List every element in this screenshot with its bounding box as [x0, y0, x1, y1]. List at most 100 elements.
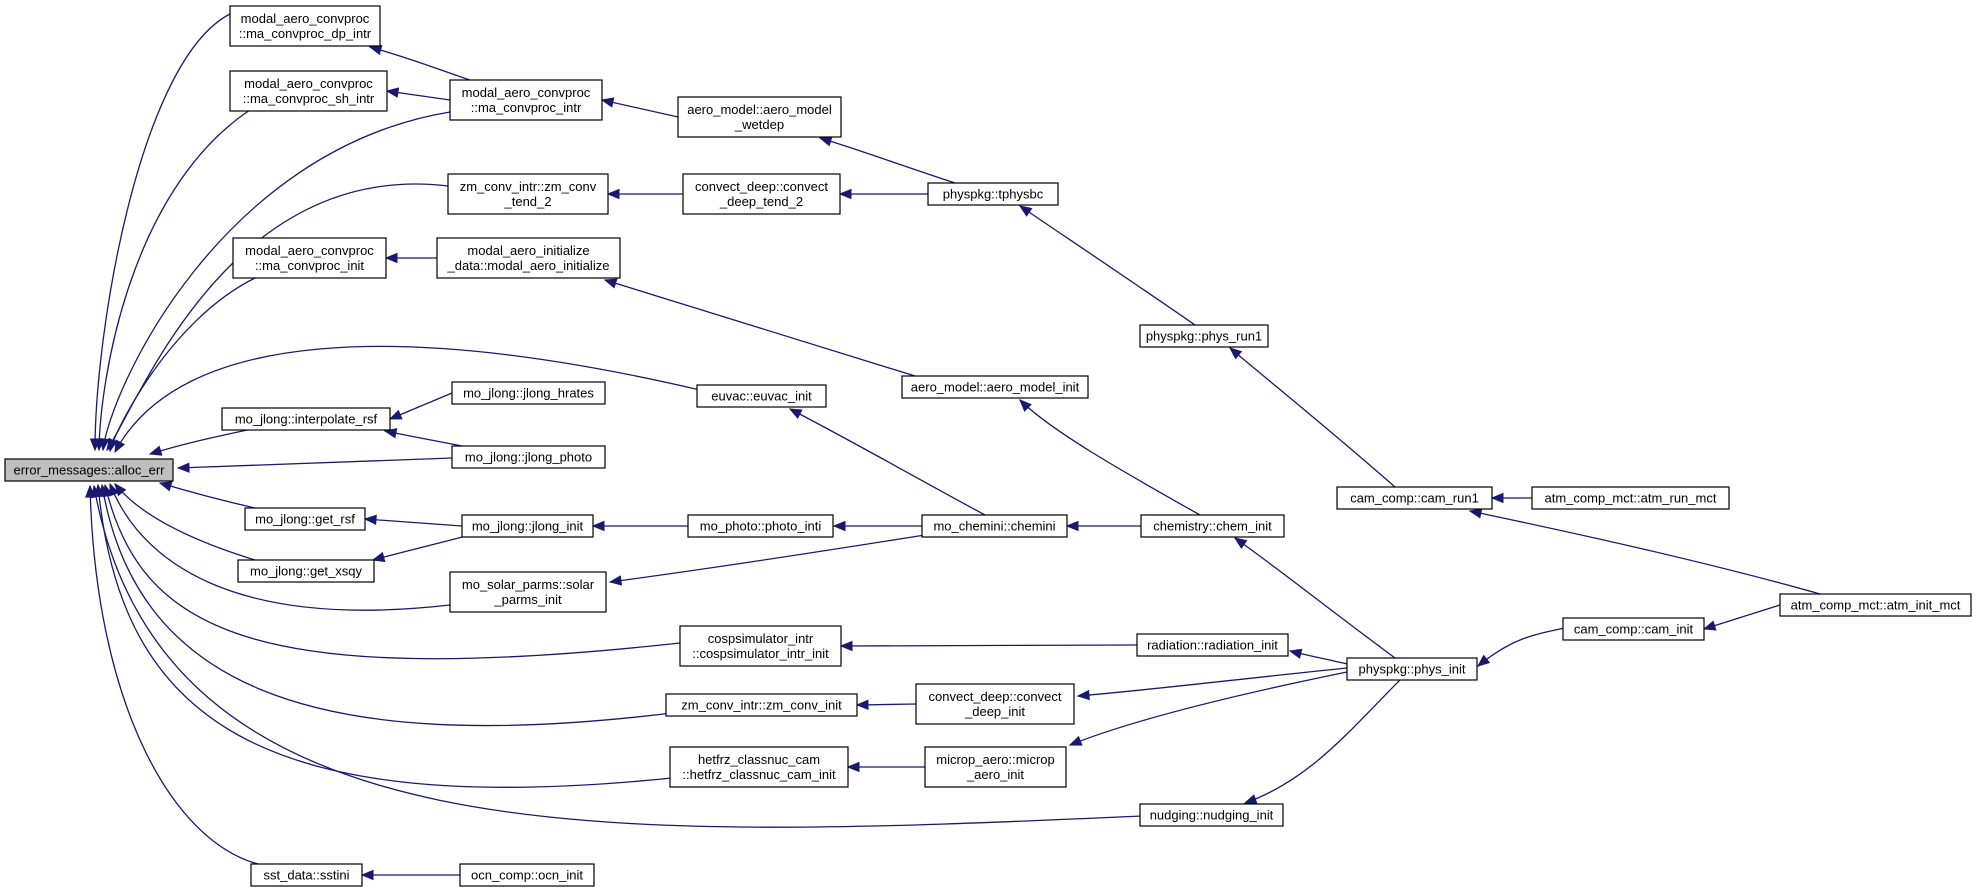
graph-node-n15[interactable]: mo_jlong::jlong_photo: [451, 445, 606, 469]
node-label: physpkg::phys_run1: [1146, 329, 1262, 344]
edge-line: [177, 457, 453, 469]
node-box: [4, 458, 174, 482]
node-box: [1562, 617, 1705, 641]
edge-n28-n29: [1476, 627, 1566, 667]
node-label: mo_solar_parms::solar: [462, 577, 595, 592]
edge-n20-n19: [591, 520, 688, 532]
graph-node-n23[interactable]: mo_jlong::get_xsqy: [237, 559, 375, 583]
edge-n3-n2: [385, 87, 451, 101]
graph-node-n7[interactable]: physpkg::tphysbc: [927, 182, 1059, 206]
edge-n29-n27: [1288, 648, 1348, 665]
node-label: mo_jlong::get_xsqy: [250, 564, 363, 579]
edge-n8-n0: [107, 277, 256, 453]
graph-node-n12[interactable]: euvac::euvac_init: [696, 384, 827, 408]
graph-node-n14[interactable]: mo_jlong::interpolate_rsf: [221, 407, 391, 431]
node-label: nudging::nudging_init: [1150, 808, 1274, 823]
graph-node-n10[interactable]: physpkg::phys_run1: [1139, 324, 1269, 348]
node-label: aero_model::aero_model_init: [911, 380, 1080, 395]
graph-node-n35[interactable]: sst_data::sstini: [250, 863, 363, 887]
graph-node-n18[interactable]: mo_jlong::get_rsf: [244, 507, 366, 531]
node-box: [436, 237, 621, 279]
edge-n17-n16: [1490, 492, 1532, 504]
node-box: [229, 70, 388, 112]
node-label: atm_comp_mct::atm_run_mct: [1545, 491, 1717, 506]
graph-node-n4[interactable]: aero_model::aero_model_wetdep: [677, 96, 842, 138]
node-box: [447, 173, 609, 215]
arrowhead-icon: [606, 188, 620, 200]
edge-line: [1234, 537, 1396, 659]
graph-node-n21[interactable]: mo_chemini::chemini: [921, 514, 1068, 538]
graph-node-n30[interactable]: zm_conv_intr::zm_conv_init: [665, 693, 858, 717]
root-node-n0[interactable]: error_messages::alloc_err: [4, 458, 174, 482]
edge-n6-n5: [606, 188, 683, 200]
arrowhead-icon: [176, 462, 190, 473]
node-box: [250, 863, 363, 887]
edge-line: [604, 279, 916, 377]
graph-node-n6[interactable]: convect_deep::convect_deep_tend_2: [682, 173, 841, 215]
edge-line: [93, 485, 1143, 828]
node-label: error_messages::alloc_err: [13, 463, 165, 478]
graph-node-n16[interactable]: cam_comp::cam_run1: [1336, 486, 1493, 510]
node-box: [1136, 633, 1289, 657]
graph-node-n3[interactable]: modal_aero_convproc::ma_convproc_intr: [449, 79, 603, 121]
edge-line: [149, 428, 253, 455]
graph-node-n11[interactable]: aero_model::aero_model_init: [901, 375, 1089, 399]
graph-node-n31[interactable]: convect_deep::convect_deep_init: [915, 683, 1075, 725]
edge-line: [1229, 347, 1396, 488]
graph-node-n2[interactable]: modal_aero_convproc::ma_convproc_sh_intr: [229, 70, 388, 112]
arrowhead-icon: [158, 481, 173, 492]
edge-line: [104, 484, 681, 660]
node-label: sst_data::sstini: [264, 868, 350, 883]
node-box: [237, 559, 375, 583]
graph-node-n17[interactable]: atm_comp_mct::atm_run_mct: [1531, 486, 1730, 510]
graph-node-n32[interactable]: hetfrz_classnuc_cam::hetfrz_classnuc_cam…: [669, 746, 849, 788]
graph-node-n33[interactable]: microp_aero::microp_aero_init: [924, 746, 1067, 788]
edge-line: [94, 13, 231, 451]
edge-n36-n35: [360, 869, 460, 881]
arrowhead-icon: [371, 551, 386, 563]
arrowhead-icon: [1018, 205, 1033, 217]
node-label: mo_jlong::get_rsf: [255, 512, 355, 527]
arrowhead-icon: [600, 97, 615, 108]
node-label: ::hetfrz_classnuc_cam_init: [682, 767, 836, 782]
edge-n21-n12: [788, 408, 986, 516]
graph-node-n13[interactable]: mo_jlong::jlong_hrates: [451, 381, 606, 405]
node-label: _parms_init: [493, 592, 562, 607]
edge-n1-n0: [89, 13, 231, 452]
edge-line: [789, 408, 986, 516]
graph-node-n36[interactable]: ocn_comp::ocn_init: [459, 863, 595, 887]
node-label: ::ma_convproc_dp_intr: [239, 26, 372, 41]
node-label: hetfrz_classnuc_cam: [698, 752, 820, 767]
graph-node-n19[interactable]: mo_jlong::jlong_init: [461, 514, 594, 538]
node-label: modal_aero_convproc: [245, 243, 374, 258]
node-box: [461, 514, 594, 538]
graph-node-n20[interactable]: mo_photo::photo_inti: [687, 514, 834, 538]
graph-node-n25[interactable]: atm_comp_mct::atm_init_mct: [1779, 593, 1972, 617]
graph-node-n28[interactable]: cam_comp::cam_init: [1562, 617, 1705, 641]
graph-node-n1[interactable]: modal_aero_convproc::ma_convproc_dp_intr: [229, 5, 381, 47]
edge-n29-n22: [1233, 537, 1396, 659]
graph-node-n27[interactable]: radiation::radiation_init: [1136, 633, 1289, 657]
node-box: [232, 237, 387, 279]
arrowhead-icon: [788, 408, 803, 419]
graph-node-n8[interactable]: modal_aero_convproc::ma_convproc_init: [232, 237, 387, 279]
node-label: ::ma_convproc_sh_intr: [243, 91, 375, 106]
arrowhead-icon: [383, 428, 398, 439]
graph-node-n9[interactable]: modal_aero_initialize_data::modal_aero_i…: [436, 237, 621, 279]
graph-node-n5[interactable]: zm_conv_intr::zm_conv_tend_2: [447, 173, 609, 215]
arrowhead-icon: [85, 484, 96, 498]
edge-n25-n16: [1468, 508, 1821, 595]
graph-node-n26[interactable]: cospsimulator_intr::cospsimulator_intr_i…: [679, 625, 842, 667]
node-label: ::ma_convproc_init: [255, 258, 364, 273]
nodes-layer: error_messages::alloc_err modal_aero_conv…: [4, 5, 1972, 887]
graph-node-n29[interactable]: physpkg::phys_init: [1346, 657, 1478, 681]
node-label: mo_photo::photo_inti: [700, 519, 822, 534]
node-box: [696, 384, 827, 408]
node-box: [915, 683, 1075, 725]
arrowhead-icon: [1019, 399, 1032, 412]
graph-node-n34[interactable]: nudging::nudging_init: [1139, 803, 1284, 827]
graph-node-n22[interactable]: chemistry::chem_init: [1140, 514, 1285, 538]
graph-node-n24[interactable]: mo_solar_parms::solar_parms_init: [449, 571, 607, 613]
edge-n10-n7: [1018, 205, 1196, 326]
